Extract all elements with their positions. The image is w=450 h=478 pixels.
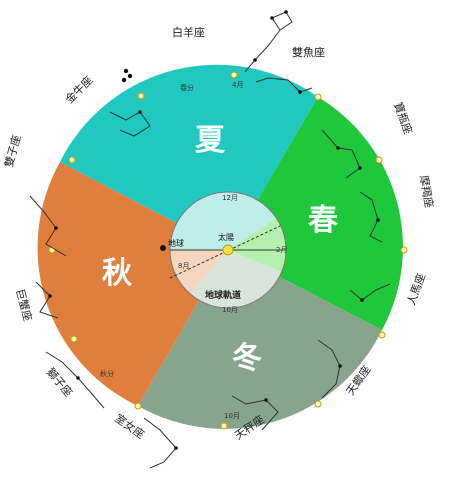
star-icon: [336, 146, 340, 150]
inner-month-right: 2月: [276, 246, 287, 254]
star-icon: [121, 77, 127, 83]
star-icon: [76, 376, 80, 380]
star-icon: [270, 16, 274, 20]
constellation-figure-pisces: [244, 29, 281, 73]
sun-marker-icon: [230, 71, 238, 79]
star-icon: [360, 298, 364, 302]
sun-marker-icon: [137, 92, 145, 100]
constellation-capricorn: 摩羯座: [417, 174, 437, 209]
constellation-figure-pisces-2: [255, 77, 313, 93]
constellation-figure-pisces-top: [271, 11, 293, 31]
inner-summer: [170, 192, 276, 250]
sun-marker-icon: [68, 156, 76, 164]
autumn-label: 秋: [102, 256, 132, 291]
constellation-stars: [48, 10, 380, 450]
sun-marker-icon: [134, 402, 142, 410]
star-icon: [138, 110, 142, 114]
star-icon: [54, 226, 58, 230]
inner-autumn: [169, 250, 228, 294]
sun-marker-icon: [400, 246, 408, 254]
inner-month-bottom: 10月: [222, 306, 238, 314]
inner-month-top: 12月: [222, 194, 238, 202]
sun-marker-icon: [220, 422, 228, 430]
sun-marker-icon: [314, 93, 322, 101]
earth-icon: [160, 245, 166, 251]
star-icon: [376, 218, 380, 222]
sun-marker-icon: [378, 331, 386, 339]
inner-orbit-disk: 太陽 地球 地球軌道 12月 10月 2月 8月: [160, 191, 287, 314]
summer-label: 夏: [195, 123, 226, 158]
star-icon: [284, 10, 288, 14]
constellation-taurus: 金牛座: [62, 73, 95, 106]
autumn-sector: [37, 162, 228, 406]
constellation-aries: 白羊座: [172, 25, 205, 39]
sun-marker-icon: [314, 400, 322, 408]
constellation-figures: [29, 11, 391, 469]
constellation-figure-taurus: [109, 111, 151, 137]
constellation-figure-aquarius: [321, 129, 361, 179]
sun-marker-icon: [375, 156, 383, 164]
star-icon: [358, 166, 362, 170]
star-icon: [174, 446, 178, 450]
star-icon: [253, 58, 257, 62]
constellation-virgo: 室女座: [112, 411, 147, 441]
star-icon: [298, 90, 302, 94]
star-icon: [338, 364, 342, 368]
constellation-leo: 獅子座: [44, 365, 76, 399]
orbit-label: 地球軌道: [205, 289, 241, 301]
constellation-gemini: 雙子座: [1, 133, 23, 168]
inner-winter: [190, 250, 282, 309]
winter-sector: [138, 250, 382, 429]
arc-label-spring: 春分: [180, 83, 194, 92]
star-icon: [48, 294, 52, 298]
inner-month-left: 8月: [178, 262, 189, 270]
arc-label-autumn: 秋分: [100, 369, 114, 378]
winter-label: 冬: [232, 341, 262, 376]
constellation-figure-virgo: [143, 417, 177, 469]
constellation-cancer: 巨蟹座: [13, 287, 35, 322]
inner-spring: [228, 218, 287, 272]
outer-month-top: 4月: [232, 81, 243, 89]
star-icon: [264, 398, 268, 402]
star-icon: [123, 68, 129, 74]
outer-month-bottom: 10月: [224, 412, 240, 420]
sun-label: 太陽: [218, 232, 234, 242]
sun-markers: [48, 71, 408, 430]
constellation-pisces: 雙魚座: [292, 45, 325, 59]
star-icon: [127, 73, 133, 79]
constellation-aquarius: 寶瓶座: [391, 100, 415, 136]
spring-label: 春: [308, 203, 338, 238]
sun-icon: [222, 244, 234, 256]
constellation-sagittarius: 人馬座: [404, 271, 428, 307]
earth-label: 地球: [168, 238, 184, 248]
constellation-figure-sagittarius: [349, 283, 391, 301]
sun-marker-icon: [70, 335, 78, 343]
constellation-figure-cancer: [35, 281, 59, 319]
